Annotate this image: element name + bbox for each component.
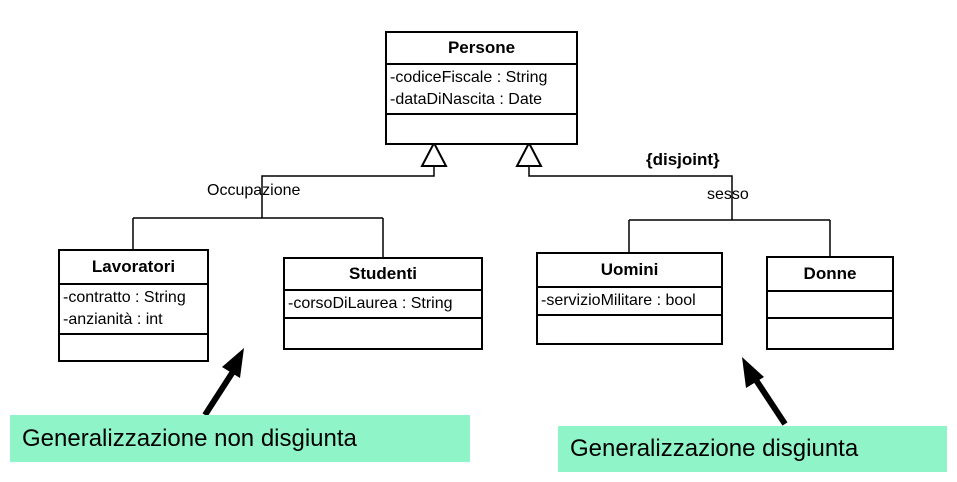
class-attributes: -servizioMilitare : bool bbox=[538, 288, 721, 316]
class-studenti[interactable]: Studenti -corsoDiLaurea : String bbox=[283, 257, 483, 350]
note-disgiunta: Generalizzazione disgiunta bbox=[558, 426, 947, 472]
class-name: Studenti bbox=[285, 259, 481, 291]
attribute: -servizioMilitare : bool bbox=[541, 292, 696, 309]
class-attributes: -codiceFiscale : String -dataDiNascita :… bbox=[387, 65, 576, 115]
attribute: -codiceFiscale : String bbox=[390, 69, 548, 86]
class-persone[interactable]: Persone -codiceFiscale : String -dataDiN… bbox=[385, 31, 578, 145]
class-lavoratori[interactable]: Lavoratori -contratto : String -anzianit… bbox=[58, 249, 209, 362]
attribute: -anzianità : int bbox=[63, 311, 163, 328]
attribute: -dataDiNascita : Date bbox=[390, 91, 543, 108]
label-disjoint: {disjoint} bbox=[646, 150, 720, 169]
class-operations bbox=[60, 335, 207, 360]
class-attributes bbox=[768, 292, 892, 319]
note-non-disgiunta: Generalizzazione non disgiunta bbox=[10, 415, 470, 462]
label-sesso: sesso bbox=[707, 186, 749, 203]
attribute: -contratto : String bbox=[63, 289, 186, 306]
generalization-occupazione bbox=[132, 140, 448, 258]
class-attributes: -corsoDiLaurea : String bbox=[285, 291, 481, 319]
class-attributes: -contratto : String -anzianità : int bbox=[60, 285, 207, 335]
class-uomini[interactable]: Uomini -servizioMilitare : bool bbox=[536, 252, 723, 345]
class-donne[interactable]: Donne bbox=[766, 256, 894, 350]
class-operations bbox=[768, 319, 892, 348]
class-name: Persone bbox=[387, 33, 576, 65]
class-operations bbox=[538, 316, 721, 343]
class-operations bbox=[285, 319, 481, 348]
attribute: -corsoDiLaurea : String bbox=[288, 295, 453, 312]
class-name: Lavoratori bbox=[60, 251, 207, 285]
arrow-non-disgiunta bbox=[202, 348, 244, 417]
generalization-sesso bbox=[515, 140, 831, 258]
label-occupazione: Occupazione bbox=[207, 182, 301, 199]
arrow-disgiunta bbox=[742, 357, 788, 426]
class-name: Donne bbox=[768, 258, 892, 292]
class-name: Uomini bbox=[538, 254, 721, 288]
class-operations bbox=[387, 115, 576, 143]
